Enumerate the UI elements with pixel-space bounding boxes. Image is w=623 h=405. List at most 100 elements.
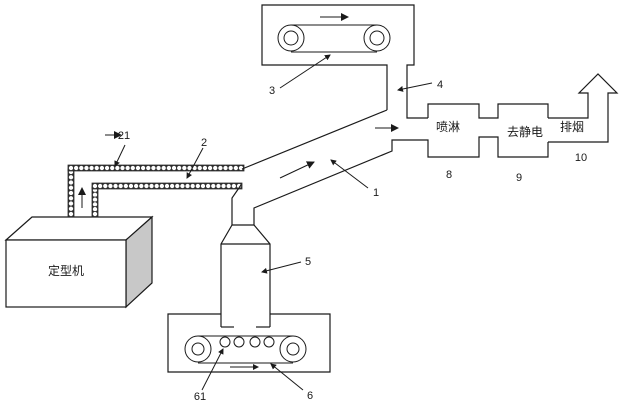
- insulation-bead: [155, 164, 162, 172]
- insulation-bead: [196, 164, 203, 172]
- exhaust-label: 排烟: [560, 120, 584, 134]
- insulation-bead: [107, 182, 114, 190]
- insulation-bead: [232, 164, 239, 172]
- label-6: 6: [307, 390, 313, 402]
- insulation-bead: [212, 164, 219, 172]
- insulation-bead: [133, 182, 140, 190]
- duct-bottom-wall: [253, 139, 407, 225]
- insulation-bead: [176, 164, 183, 172]
- leader-5: [261, 261, 302, 274]
- insulation-bead: [97, 182, 104, 190]
- insulation-bead: [174, 182, 181, 190]
- lower-roller-right: [279, 335, 307, 363]
- exhaust-arrow-outline: [548, 73, 619, 143]
- insulation-bead: [230, 182, 237, 190]
- insulation-bead: [163, 182, 171, 190]
- label-2: 2: [201, 137, 207, 149]
- insulation-bead: [117, 182, 124, 190]
- leader-6: [270, 363, 304, 391]
- insulation-bead: [67, 200, 75, 207]
- insulation-bead: [222, 164, 229, 172]
- insulation-bead: [194, 182, 201, 190]
- upper-box-outline: [261, 4, 428, 119]
- label-5: 5: [305, 256, 311, 268]
- label-61: 61: [194, 391, 206, 403]
- insulation-bead: [88, 164, 95, 172]
- insulation-bead: [170, 164, 178, 172]
- label-3: 3: [269, 85, 275, 97]
- spray-unit: 喷淋 去静电: [407, 103, 549, 158]
- leader-4: [397, 82, 433, 92]
- insulation-bead: [207, 164, 214, 172]
- insulation-bead: [225, 182, 232, 190]
- insulation-bead: [143, 182, 150, 190]
- insulation-bead: [129, 164, 136, 172]
- insulation-bead: [102, 182, 109, 190]
- insulation-bead: [215, 182, 222, 190]
- insulation-bead: [67, 164, 75, 172]
- label-21: 21: [118, 130, 130, 142]
- insulated-pipe: [67, 131, 245, 218]
- insulation-bead: [160, 164, 167, 172]
- insulation-bead: [91, 182, 99, 190]
- insulation-bead: [158, 182, 165, 190]
- insulation-bead: [67, 210, 75, 218]
- insulation-bead: [67, 205, 75, 212]
- insulation-bead: [67, 189, 75, 197]
- insulation-bead: [201, 164, 208, 172]
- insulation-bead: [114, 164, 121, 172]
- exhaust-outlet: 排烟: [548, 73, 619, 143]
- insulation-bead: [83, 164, 90, 172]
- leader-2: [186, 147, 204, 179]
- leader-lines: [114, 54, 433, 391]
- reference-numbers: 21 2 3 4 1 5 61 6 8 9 10: [118, 79, 587, 403]
- spray-label: 喷淋: [436, 120, 460, 134]
- insulation-bead: [227, 164, 234, 172]
- insulation-bead: [73, 164, 80, 172]
- upper-conveyor-unit: [261, 4, 428, 119]
- insulation-bead: [112, 182, 119, 190]
- insulation-bead: [205, 182, 212, 190]
- insulation-bead: [165, 164, 172, 172]
- insulation-bead: [67, 184, 75, 191]
- insulation-bead: [67, 179, 75, 186]
- destatic-label: 去静电: [507, 125, 543, 139]
- setting-machine: 定型机: [4, 215, 154, 309]
- main-duct: [231, 109, 407, 225]
- insulation-bead: [98, 164, 105, 172]
- insulation-bead: [169, 182, 176, 190]
- insulation-bead: [181, 164, 188, 172]
- lower-box-outline: [167, 313, 331, 373]
- flow-arrow-diagonal: [279, 161, 315, 179]
- insulation-bead: [237, 164, 245, 172]
- lower-conveyor-unit: [167, 313, 331, 373]
- leader-21: [114, 144, 126, 167]
- insulation-bead: [67, 195, 75, 202]
- duct-top-wall: [241, 109, 388, 170]
- label-10: 10: [575, 152, 587, 164]
- roller-left: [277, 24, 305, 52]
- insulation-beads: [67, 164, 245, 218]
- duct-left-wall: [231, 184, 242, 225]
- hood-right: [253, 224, 271, 327]
- label-4: 4: [437, 79, 443, 91]
- machine-front-face: [5, 239, 127, 308]
- insulation-bead: [189, 182, 196, 190]
- fabric-rollers: [219, 336, 275, 348]
- label-9: 9: [516, 172, 522, 184]
- insulation-bead: [148, 182, 155, 190]
- insulation-bead: [124, 164, 131, 172]
- insulation-bead: [122, 182, 129, 190]
- insulation-bead: [134, 164, 142, 172]
- insulation-bead: [145, 164, 152, 172]
- insulation-bead: [210, 182, 217, 190]
- leader-1: [330, 159, 369, 189]
- insulation-bead: [138, 182, 145, 190]
- insulation-bead: [217, 164, 224, 172]
- insulation-bead: [93, 164, 100, 172]
- insulation-bead: [179, 182, 186, 190]
- insulation-bead: [127, 182, 135, 190]
- spray-destatic-top: [427, 103, 549, 119]
- insulation-bead: [104, 164, 111, 172]
- insulation-bead: [67, 174, 75, 181]
